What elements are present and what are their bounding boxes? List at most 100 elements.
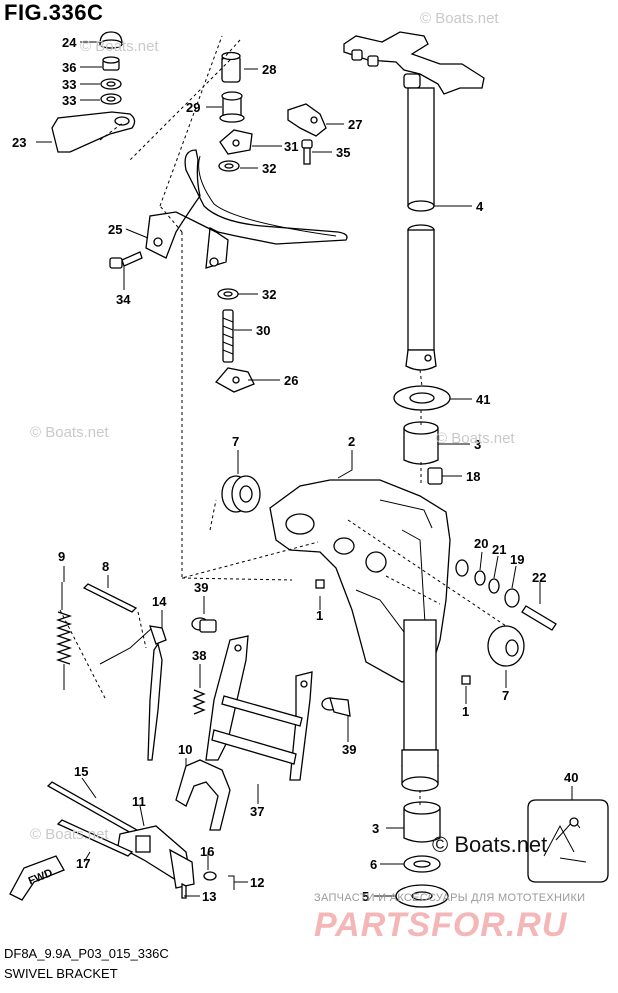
- callout-leaders: [36, 41, 573, 897]
- callout-12: 12: [250, 875, 264, 890]
- part-29-bushing: [219, 91, 245, 123]
- callout-1b: 1: [462, 704, 469, 719]
- callout-3b: 3: [372, 821, 379, 836]
- part-40-decal: [527, 799, 609, 883]
- part-33-lock-washer: [100, 93, 122, 105]
- callout-27: 27: [348, 117, 362, 132]
- part-10-bracket: [175, 759, 231, 831]
- callout-15: 15: [74, 764, 88, 779]
- callout-22: 22: [532, 570, 546, 585]
- part-33-washer: [100, 78, 122, 90]
- callout-30: 30: [256, 323, 270, 338]
- callout-37: 37: [250, 804, 264, 819]
- callout-34: 34: [116, 292, 131, 307]
- watermark-boats-2: © Boats.net: [80, 38, 159, 55]
- callout-39b: 39: [342, 742, 356, 757]
- part-11-lock-bracket: [117, 825, 195, 889]
- callout-36: 36: [62, 60, 76, 75]
- part-5-washer: [395, 884, 449, 908]
- watermark-boats-big: © Boats.net: [432, 832, 548, 857]
- callout-35: 35: [336, 145, 350, 160]
- callout-3: 3: [474, 437, 481, 452]
- callout-14: 14: [152, 594, 167, 609]
- callout-38: 38: [192, 648, 206, 663]
- part-32-washer-lower: [217, 288, 239, 300]
- watermark-ru-logo: PARTSFOR.RU: [314, 906, 568, 944]
- part-17-rod: [56, 819, 134, 857]
- part-30-stud: [222, 309, 234, 363]
- callout-41: 41: [476, 392, 490, 407]
- callout-8: 8: [102, 559, 109, 574]
- callout-26: 26: [284, 373, 298, 388]
- part-26-plate: [214, 367, 255, 393]
- watermark-boats-3: © Boats.net: [30, 424, 109, 441]
- callout-7: 7: [232, 434, 239, 449]
- callout-17: 17: [76, 856, 90, 871]
- callout-28: 28: [262, 62, 276, 77]
- part-6-washer: [403, 855, 441, 873]
- part-41-washer: [393, 385, 451, 411]
- part-27-stopper: [287, 103, 327, 137]
- part-3-bushing-upper: [403, 421, 439, 465]
- part-16-washer: [203, 871, 217, 881]
- part-39-bolt-lower: [321, 697, 351, 717]
- callout-10: 10: [178, 742, 192, 757]
- callout-1: 1: [316, 608, 323, 623]
- callout-11: 11: [132, 794, 146, 809]
- part-12-cotter: [228, 875, 235, 890]
- watermark-boats-5: © Boats.net: [30, 826, 109, 843]
- swivel-lower-housing: [401, 619, 439, 792]
- callout-20: 20: [474, 536, 488, 551]
- part-18-key: [427, 467, 443, 485]
- part-24-cap-nut: [99, 31, 123, 49]
- callout-39: 39: [194, 580, 208, 595]
- callout-32b: 32: [262, 287, 276, 302]
- part-9-spring: [55, 582, 73, 690]
- part-32-washer: [218, 160, 240, 172]
- part-23-lever: [51, 111, 136, 153]
- callout-7b: 7: [502, 688, 509, 703]
- part-7-bushing-right: [487, 625, 525, 667]
- callout-40: 40: [564, 770, 578, 785]
- callout-24: 24: [62, 35, 77, 50]
- watermark-ru-text: ЗАПЧАСТИ И АКСЕССУАРЫ ДЛЯ МОТОТЕХНИКИ: [314, 892, 586, 904]
- fwd-arrow-icon: FWD: [9, 855, 65, 901]
- callout-21: 21: [492, 542, 506, 557]
- figure-code: DF8A_9.9A_P03_015_336C: [4, 946, 169, 961]
- leader-lines: [59, 35, 507, 806]
- figure-name: SWIVEL BRACKET: [4, 966, 118, 981]
- callout-33b: 33: [62, 93, 76, 108]
- part-1-grease-nipple: [315, 579, 325, 589]
- part-39-bolt: [191, 617, 217, 633]
- callout-numbers: 24 36 33 33 23 28 29 27 31 35 32 4 25 34…: [12, 35, 578, 904]
- part-13-pin: [181, 882, 187, 899]
- part-7-bushing-left: [221, 475, 261, 513]
- callout-29: 29: [186, 100, 200, 115]
- part-14-lever: [99, 625, 167, 761]
- part-3-bushing-lower: [403, 801, 441, 843]
- part-20-21-19-22-stopper-set: [455, 559, 557, 631]
- part-34-bolt: [109, 251, 143, 269]
- callout-25: 25: [108, 222, 122, 237]
- part-28-sleeve: [221, 51, 241, 83]
- part-31-plate: [219, 129, 253, 155]
- part-36-nut: [102, 56, 120, 71]
- part-25-tilt-bracket: [145, 149, 348, 269]
- part-1-grease-nipple-2: [461, 675, 471, 685]
- callout-9: 9: [58, 549, 65, 564]
- part-8-rod: [82, 583, 138, 613]
- callout-33: 33: [62, 77, 76, 92]
- callout-6: 6: [370, 857, 377, 872]
- part-37-tilt-lock: [205, 635, 313, 781]
- callout-4: 4: [476, 199, 484, 214]
- callout-32: 32: [262, 161, 276, 176]
- callout-19: 19: [510, 552, 524, 567]
- callout-16: 16: [200, 844, 214, 859]
- part-38-spring: [192, 689, 206, 715]
- callout-31: 31: [284, 139, 298, 154]
- watermark-boats: © Boats.net: [420, 10, 499, 27]
- part-4-steering-shaft: [343, 31, 485, 371]
- callout-13: 13: [202, 889, 216, 904]
- figure-title: FIG.336C: [4, 0, 104, 25]
